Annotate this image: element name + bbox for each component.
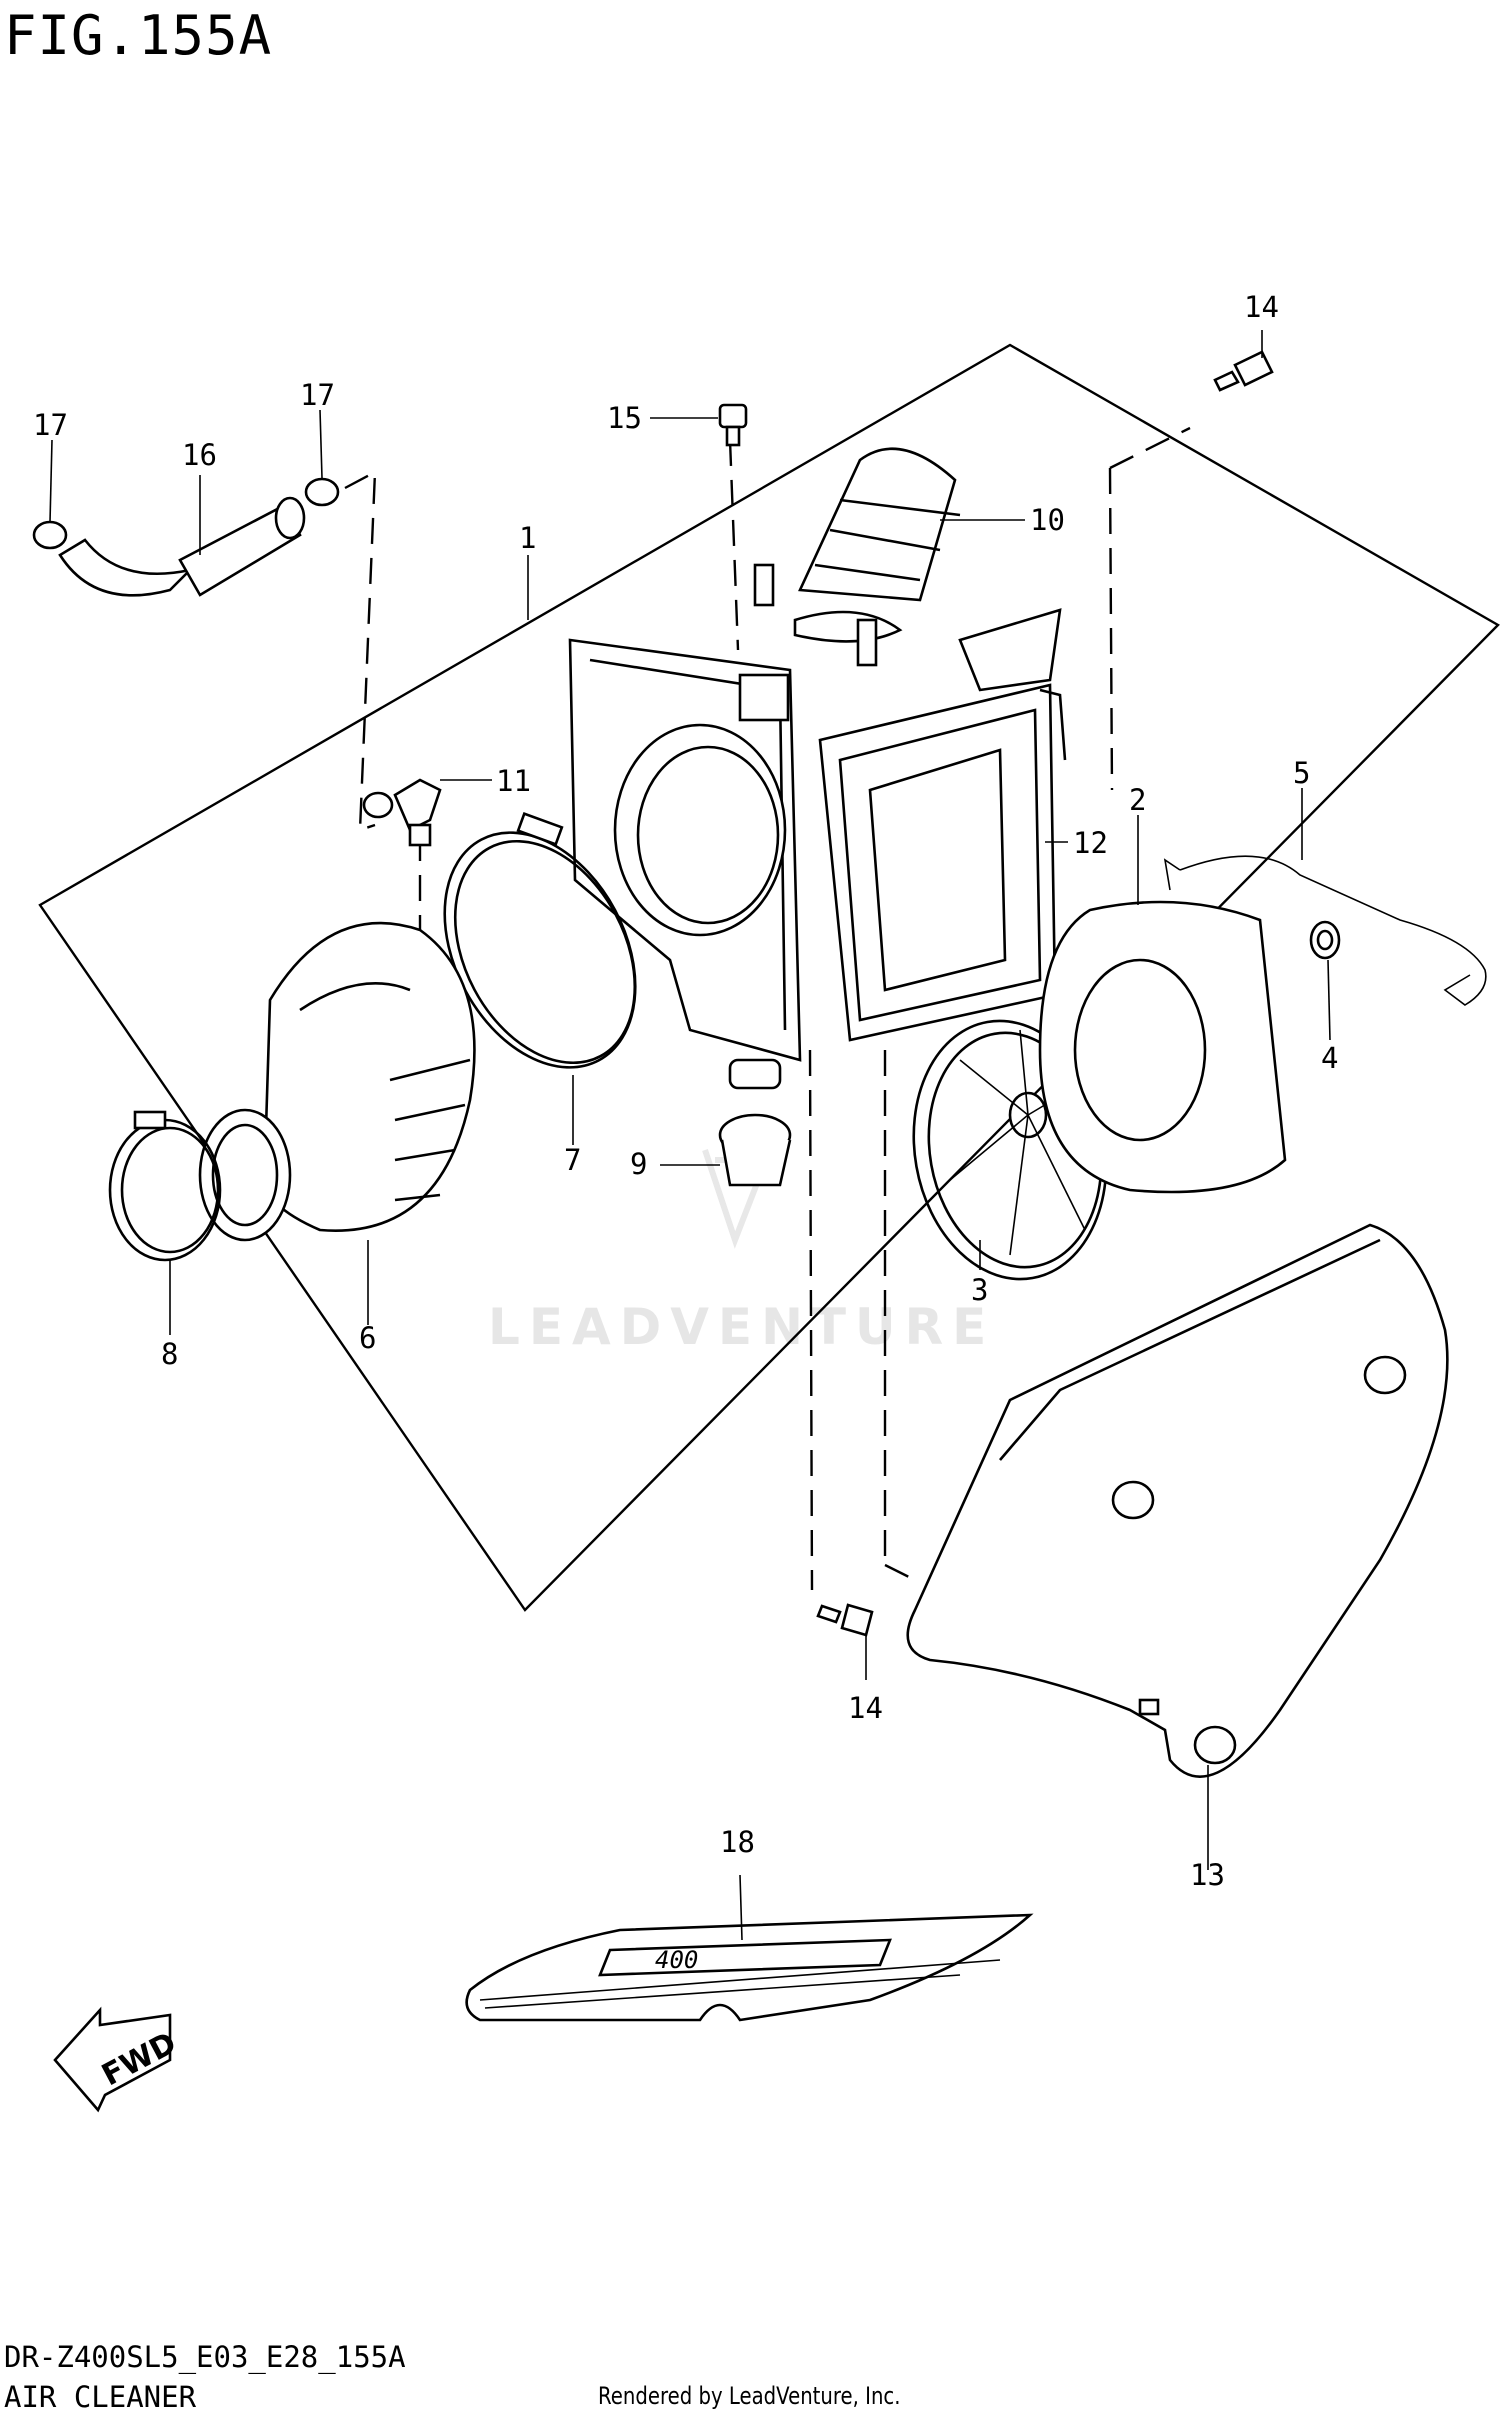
filter-frame-12 — [1039, 688, 1067, 761]
callout-11: 11 — [496, 764, 531, 798]
screw-15 — [718, 403, 748, 447]
assembly-boundary-outline — [38, 343, 1500, 1612]
screw-14-top — [1213, 350, 1274, 392]
callout-3: 3 — [971, 1273, 988, 1307]
forward-direction-badge: FWD — [53, 2006, 182, 2113]
side-cover-13 — [906, 1223, 1449, 1778]
retaining-wire-5-hook — [1163, 858, 1181, 891]
figure-title: FIG.155A — [4, 4, 273, 67]
callout-12: 12 — [1073, 826, 1108, 860]
callout-9: 9 — [630, 1147, 647, 1181]
decal-18: 400 — [465, 1913, 1034, 2022]
render-credit: Rendered by LeadVenture, Inc. — [598, 2382, 901, 2410]
callout-5: 5 — [1293, 756, 1310, 790]
hose-clip-17-right — [304, 477, 340, 507]
filter-element-2 — [1038, 900, 1287, 1194]
callout-16: 16 — [182, 438, 217, 472]
intake-duct-6 — [198, 921, 476, 1242]
watermark-text: LEADVENTURE — [488, 1298, 996, 1356]
breather-hose-16 — [58, 496, 306, 597]
callout-labels: 1 2 3 4 5 6 7 8 9 10 11 12 13 14 14 15 1… — [33, 290, 1338, 1892]
callout-8: 8 — [161, 1337, 178, 1371]
dashed-leader-lines — [418, 426, 1191, 1591]
elbow-fitting-11 — [362, 778, 442, 847]
callout-14-top: 14 — [1244, 290, 1279, 324]
callout-7: 7 — [564, 1143, 581, 1177]
callout-4: 4 — [1321, 1041, 1338, 1075]
screw-14-bottom — [816, 1603, 874, 1637]
callout-10: 10 — [1030, 503, 1065, 537]
drain-plug-9 — [718, 1113, 792, 1187]
assembly-name: AIR CLEANER — [4, 2380, 197, 2414]
retaining-wire-5 — [1179, 855, 1487, 1006]
callout-14-bottom: 14 — [848, 1691, 883, 1725]
callout-17-right: 17 — [300, 378, 335, 412]
hose-group-dashed-outline — [344, 469, 377, 832]
callout-18: 18 — [720, 1825, 755, 1859]
callout-17-left: 17 — [33, 408, 68, 442]
callout-leader-lines — [49, 330, 1331, 1941]
grommet-4 — [1309, 920, 1341, 960]
decal-badge-text: 400 — [655, 1946, 698, 1974]
air-cleaner-case-1 — [568, 608, 1062, 1090]
callout-15: 15 — [607, 401, 642, 435]
model-code: DR-Z400SL5_E03_E28_155A — [4, 2340, 406, 2374]
callout-2: 2 — [1129, 783, 1146, 817]
callout-6: 6 — [359, 1321, 376, 1355]
callout-1: 1 — [519, 521, 536, 555]
hose-clamp-8 — [108, 1110, 222, 1262]
intake-boot-10 — [753, 447, 961, 667]
callout-13: 13 — [1190, 1858, 1225, 1892]
hose-clip-17-left — [32, 520, 68, 550]
